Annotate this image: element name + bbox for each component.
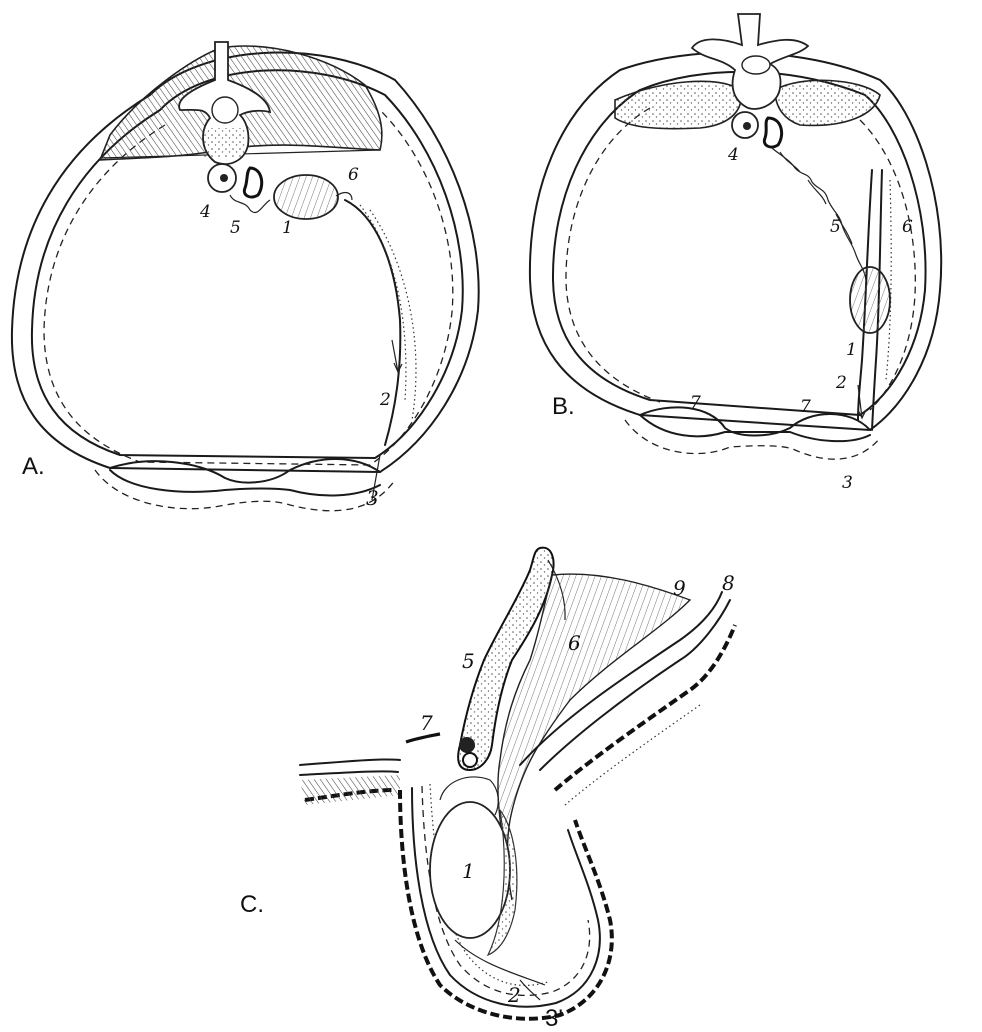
- panel-c-label-3prime: 3': [545, 1005, 563, 1032]
- panel-c-label-1: 1: [462, 859, 475, 883]
- panel-c-label-6: 6: [568, 631, 581, 655]
- panel-c-label-2: 2: [507, 983, 521, 1007]
- panel-b-letter: B.: [552, 393, 575, 420]
- panel-b-vena-cava: [764, 118, 781, 147]
- panel-a-label-2: 2: [379, 390, 391, 410]
- panel-b-label-1: 1: [846, 340, 857, 360]
- panel-b-spermatic-vessels: [772, 148, 866, 280]
- panel-c-label-9: 9: [673, 576, 686, 600]
- panel-b-label-5: 5: [830, 217, 841, 237]
- panel-b-testis: [850, 267, 890, 333]
- panel-a-vena-cava: [244, 168, 261, 197]
- panel-c-letter: C.: [240, 891, 264, 918]
- panel-a-testis: [274, 175, 338, 219]
- panel-b: 4 5 6 1 2 7 7 3 B.: [530, 14, 941, 493]
- panel-c-label-8: 8: [722, 571, 735, 595]
- panel-a-label-1: 1: [282, 218, 293, 238]
- panel-a-label-3: 3: [366, 486, 379, 510]
- panel-b-label-6: 6: [902, 217, 913, 237]
- panel-a: 6 4 5 1 2 3 A.: [12, 42, 479, 511]
- panel-c-label-5: 5: [462, 649, 475, 673]
- panel-a-label-6: 6: [348, 165, 359, 185]
- panel-b-back-muscle: [615, 81, 741, 128]
- panel-b-label-3: 3: [842, 473, 853, 493]
- panel-b-label-7b: 7: [800, 397, 811, 417]
- panel-b-label-4: 4: [727, 145, 739, 165]
- panel-b-label-7a: 7: [690, 393, 701, 413]
- panel-c: 5 6 7 9 8 1 2 3' C.: [240, 548, 735, 1032]
- panel-c-abdominal-wall: [300, 759, 400, 765]
- panel-a-peritoneum-dash: [44, 110, 453, 465]
- panel-a-gubernaculum: [345, 200, 400, 445]
- panel-a-label-4: 4: [199, 202, 211, 222]
- panel-a-letter: A.: [22, 453, 45, 480]
- panel-c-label-7: 7: [420, 711, 433, 735]
- panel-a-label-5: 5: [230, 218, 241, 238]
- panel-b-label-2: 2: [835, 373, 847, 393]
